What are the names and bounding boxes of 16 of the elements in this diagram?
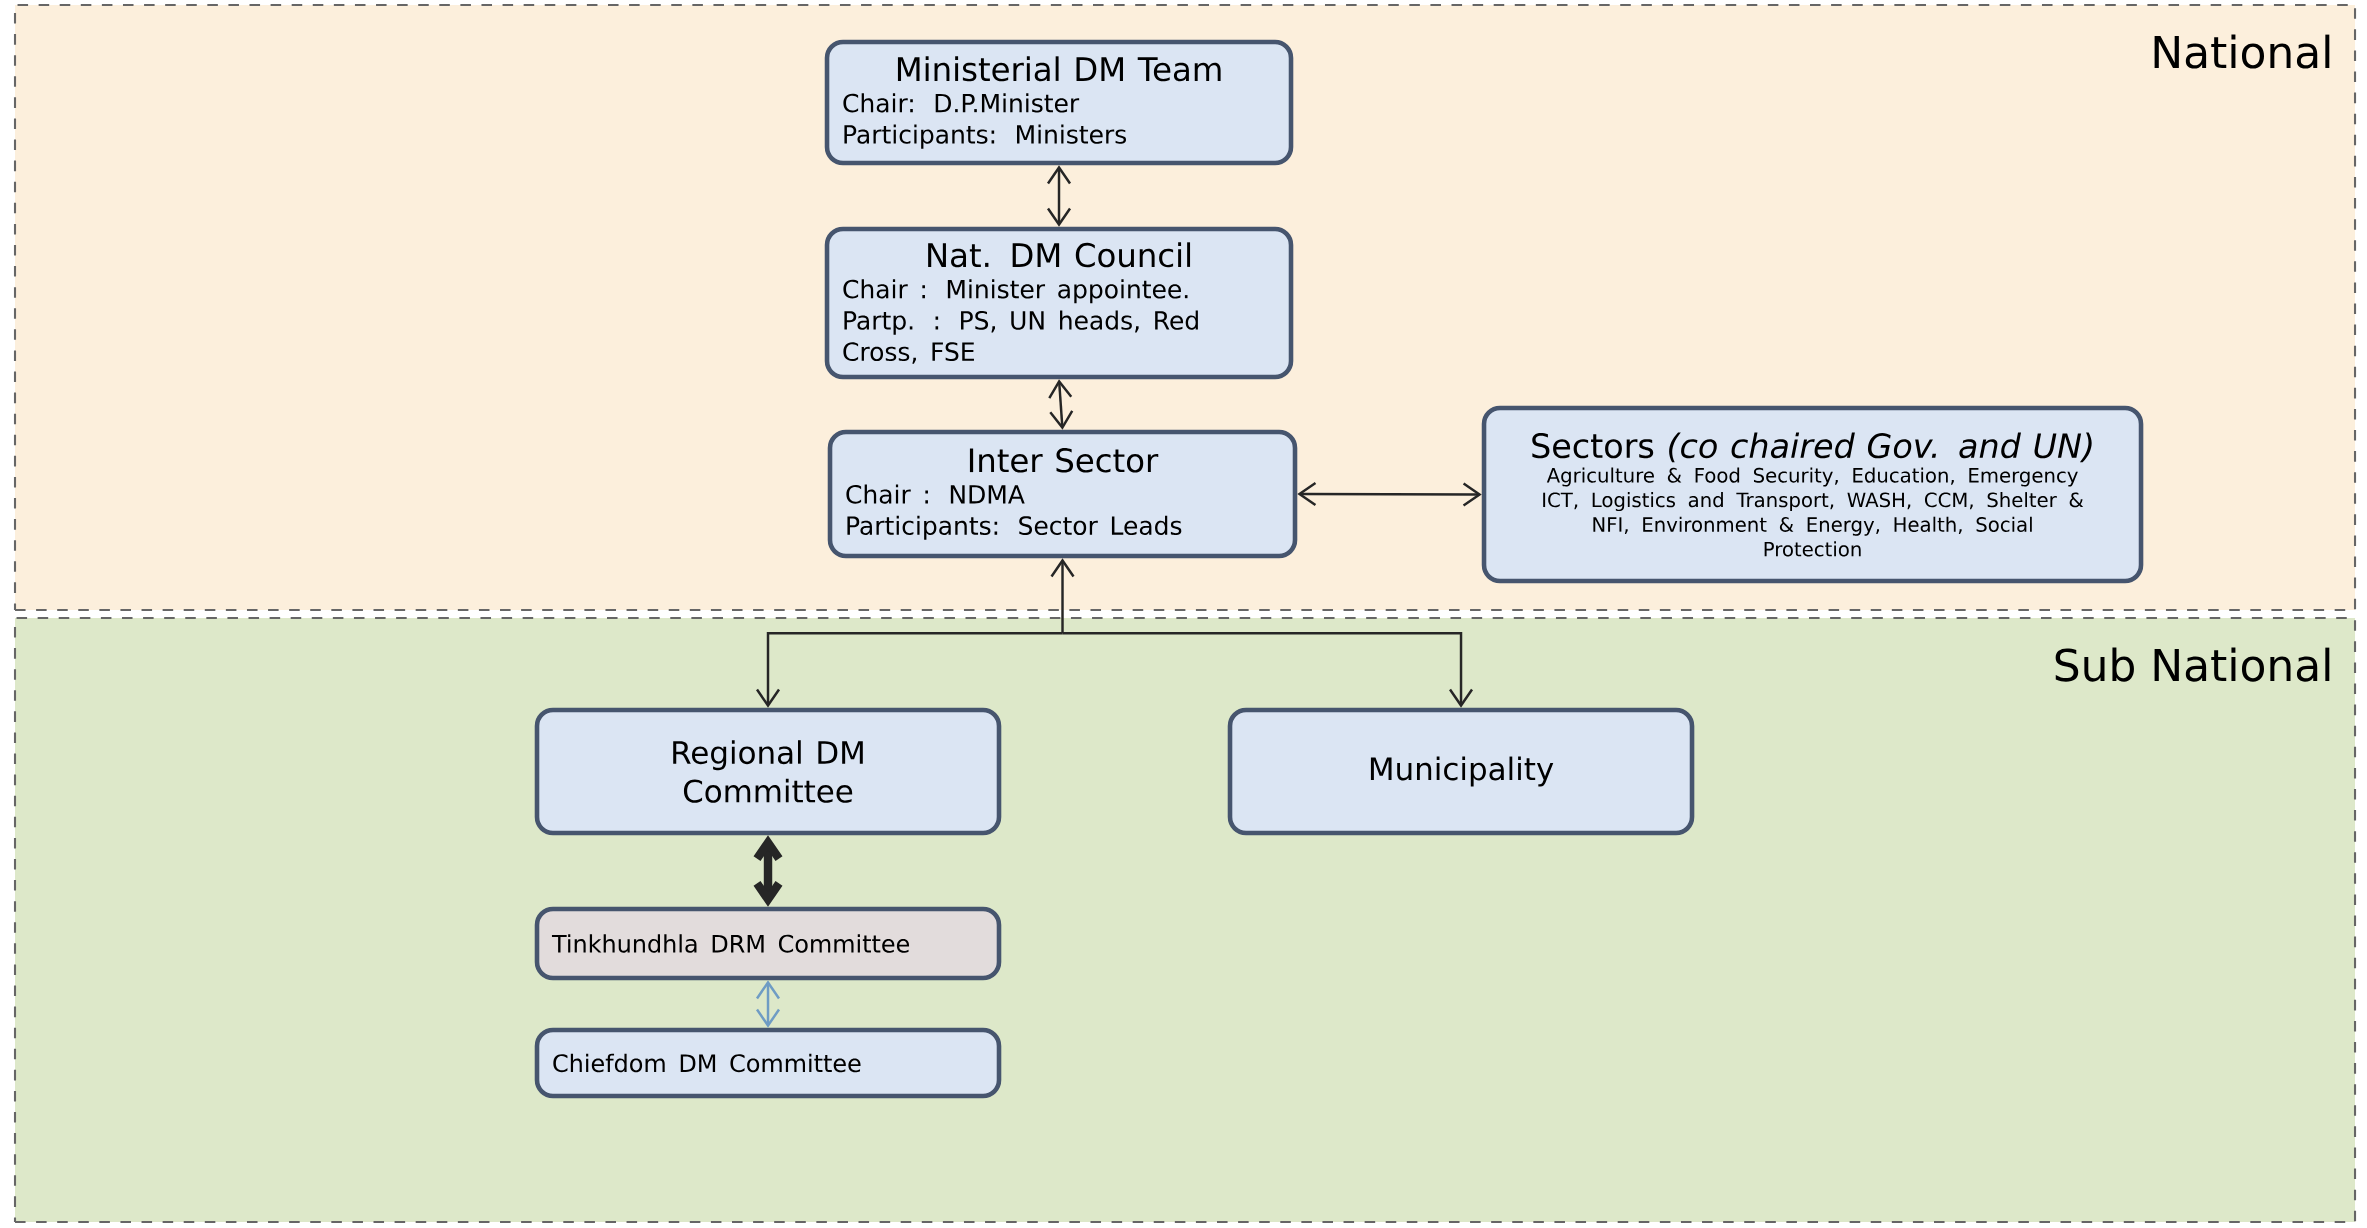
committee-box: Tinkhundhla DRM Committee bbox=[534, 906, 1002, 981]
arrow bbox=[1062, 632, 1474, 708]
committee-box: Chiefdom DM Committee bbox=[534, 1027, 1002, 1099]
arrow bbox=[1048, 379, 1074, 430]
arrow bbox=[1297, 482, 1482, 507]
committee-box: Inter Sector Chair : NDMA Participants: Sector Leads bbox=[827, 429, 1298, 559]
arrow bbox=[1050, 558, 1075, 634]
committee-box: Municipality bbox=[1227, 707, 1695, 836]
committee-box: Ministerial DM Team Chair: D.P.Minister Participants: Ministers bbox=[824, 39, 1294, 166]
arrow bbox=[1047, 165, 1072, 227]
committee-box: Regional DM Committee bbox=[534, 707, 1002, 836]
arrow bbox=[756, 980, 781, 1028]
arrow bbox=[756, 632, 1063, 708]
arrow bbox=[753, 835, 783, 907]
sectors-box: Sectors (co chaired Gov. and UN) Agriculture & Food Security, Education, Emergency ICT, Logistics and Transport, WASH, CCM, Shelter & NFI, Environment & Energy, Health, Social Protection bbox=[1481, 405, 2144, 584]
committee-box: Nat. DM Council Chair : Minister appointee. Partp. : PS, UN heads, Red Cross, FSE bbox=[824, 226, 1294, 380]
